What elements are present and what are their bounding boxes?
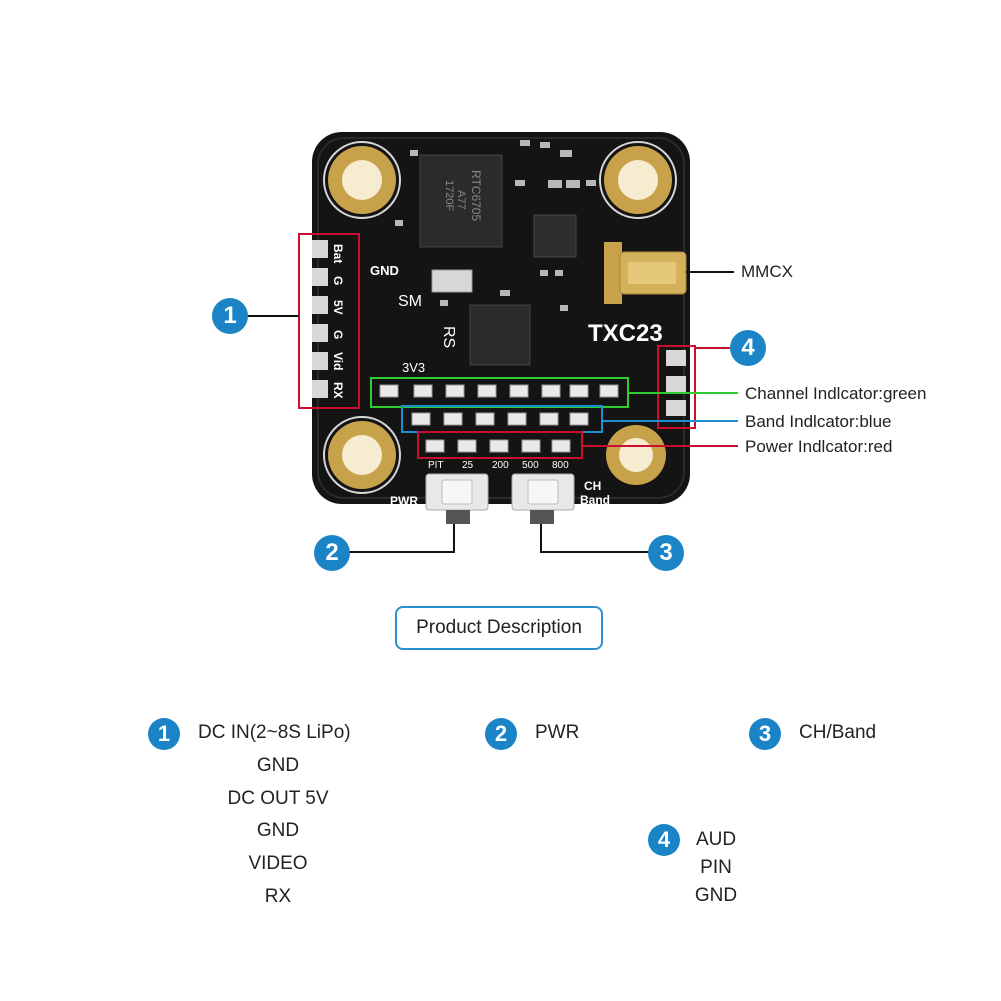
silk-band: Band [580, 493, 610, 507]
pad-label-5v: 5V [331, 300, 345, 315]
desc-num-1: 1 [148, 718, 180, 750]
chip-text-2: A77 [455, 190, 467, 210]
mounting-hole-bottom-left [323, 416, 401, 494]
chip-text-1: RTC6705 [469, 170, 483, 221]
small-chip-2 [469, 304, 531, 366]
band-leds [411, 412, 589, 426]
crystal [431, 269, 473, 293]
pads-highlight-box [298, 233, 360, 409]
power-leds [425, 439, 571, 453]
chip-text-3: 1720F [443, 180, 455, 211]
desc-gnd-2: GND [256, 820, 300, 841]
desc-aud: AUD [695, 829, 737, 850]
desc-num-3: 3 [749, 718, 781, 750]
silk-rs: RS [440, 326, 457, 348]
ch-band-button [511, 473, 575, 524]
desc-dc-in: DC IN(2~8S LiPo) [198, 722, 351, 743]
mounting-hole-top-right [599, 141, 677, 219]
silk-pwr: PWR [390, 494, 418, 508]
audio-highlight-box [657, 345, 696, 429]
callout-1: 1 [212, 298, 248, 334]
vtx-board-diagram: RTC6705 A77 1720F Bat G 5V G Vid RX GND … [246, 132, 738, 553]
desc-gnd-3: GND [694, 885, 738, 906]
channel-indicator-label: Channel Indlcator:green [745, 384, 927, 403]
desc-pwr: PWR [535, 722, 580, 743]
desc-dc-out: DC OUT 5V [227, 788, 329, 809]
rtc6705-chip [419, 154, 503, 248]
power-indicator-label: Power Indlcator:red [745, 437, 893, 456]
pad-label-g2: G [331, 330, 345, 339]
side-solder-pads [312, 240, 328, 398]
product-description-button[interactable]: Product Description [395, 606, 603, 650]
pad-label-g1: G [331, 276, 345, 285]
desc-video: VIDEO [248, 853, 308, 874]
mmcx-label: MMCX [741, 262, 793, 281]
power-silk-5: 800 [552, 460, 569, 471]
silk-gnd: GND [370, 263, 399, 278]
mounting-hole-top-left [323, 141, 401, 219]
desc-pin: PIN [700, 857, 732, 878]
power-silk-1: PIT [428, 460, 444, 471]
small-chip-1 [533, 214, 577, 258]
callout-4: 4 [730, 330, 766, 366]
pad-label-rx: RX [331, 382, 345, 399]
desc-rx: RX [264, 886, 292, 907]
mounting-hole-bottom-right [606, 425, 666, 485]
pwr-button [425, 473, 489, 524]
power-silk-4: 500 [522, 460, 539, 471]
desc-num-2: 2 [485, 718, 517, 750]
power-silk-2: 25 [462, 460, 474, 471]
callout-2: 2 [314, 535, 350, 571]
desc-gnd-1: GND [256, 755, 300, 776]
desc-ch-band: CH/Band [799, 722, 877, 743]
desc-num-4: 4 [648, 824, 680, 856]
callout-3: 3 [648, 535, 684, 571]
pad-label-bat: Bat [331, 244, 345, 263]
silk-3v3: 3V3 [402, 360, 425, 375]
silk-sm: SM [398, 293, 422, 310]
silk-ch: CH [584, 479, 601, 493]
board-model-label: TXC23 [588, 320, 663, 347]
channel-leds [379, 384, 619, 398]
band-indicator-label: Band Indlcator:blue [745, 412, 892, 431]
power-silk-3: 200 [492, 460, 509, 471]
audio-pads [666, 350, 686, 416]
pad-label-vid: Vid [331, 352, 345, 370]
